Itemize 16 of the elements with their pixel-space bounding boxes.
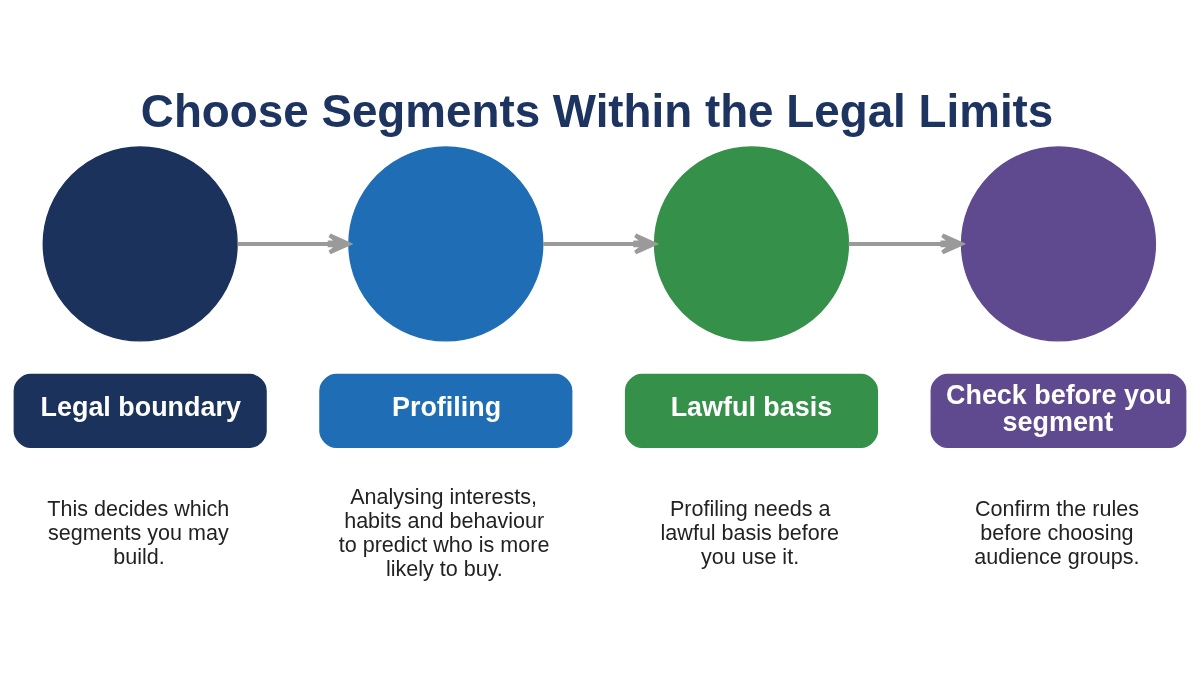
arrow (237, 233, 351, 255)
node-label: Analysing interests, habits and behaviour to predict who is more likely to buy. (338, 484, 550, 582)
node-circle (348, 146, 544, 342)
node-box: Legal boundary (13, 373, 267, 448)
arrow (848, 233, 964, 255)
node-label: Confirm the rules before choosing audience groups. (974, 496, 1140, 570)
arrow (543, 233, 657, 255)
node-label: Profiling needs a lawful basis before you use it. (660, 496, 839, 570)
node-box: Check before you segment (930, 373, 1187, 448)
node-box: Lawful basis (624, 373, 879, 448)
node-box: Profiling (319, 373, 573, 448)
node-circle (653, 146, 850, 342)
node-label: This decides which segments you may build. (47, 496, 230, 570)
diagram-title: Choose Segments Within the Legal Limits (140, 86, 1054, 138)
node-circle (42, 146, 238, 342)
node-circle (960, 146, 1157, 342)
